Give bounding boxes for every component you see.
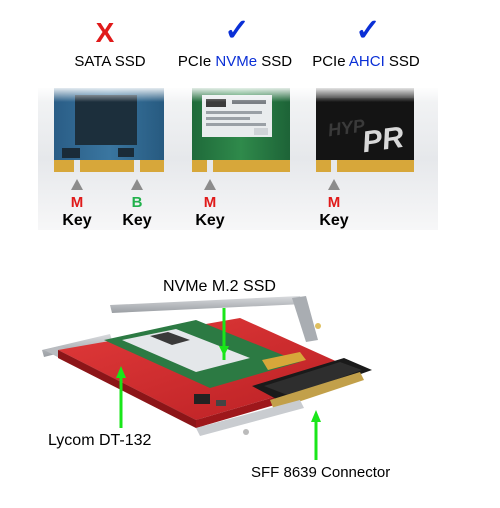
heading-highlight: AHCI: [348, 53, 385, 70]
heading-prefix: PCIe: [177, 53, 216, 70]
heading-prefix: SATA: [74, 53, 111, 70]
up-triangle-icon: [131, 179, 143, 190]
x-mark-icon: X: [95, 17, 115, 48]
up-arrow-icon: [219, 308, 229, 360]
up-arrow-icon: [311, 410, 321, 460]
heading-prefix: PCIe: [312, 53, 349, 70]
up-triangle-icon: [328, 179, 340, 190]
sff-8639-connector-label: SFF 8639 Connector: [251, 464, 391, 481]
pcie-ahci-ssd-heading: PCIe AHCI SSD: [303, 53, 429, 70]
heading-suffix: SSD: [257, 53, 293, 70]
m-key-letter: M: [327, 194, 341, 211]
heading-highlight: NVMe: [215, 53, 258, 70]
key-label: Key: [62, 212, 92, 229]
heading-suffix: SSD: [114, 53, 146, 70]
checkmark-icon: ✓: [355, 14, 381, 47]
callout-arrows: [116, 308, 321, 460]
key-pointer-triangles: [71, 179, 340, 190]
key-label: Key: [319, 212, 349, 229]
svg-text:PR: PR: [360, 121, 406, 160]
adapter-board-photo: [42, 296, 372, 436]
up-triangle-icon: [204, 179, 216, 190]
checkmark-icon: ✓: [224, 14, 250, 47]
b-key-letter: B: [131, 194, 143, 211]
pcie-nvme-ssd-heading: PCIe NVMe SSD: [168, 53, 302, 70]
lycom-dt-132-label: Lycom DT-132: [48, 432, 152, 449]
m-key-letter: M: [70, 194, 84, 211]
key-label: Key: [195, 212, 225, 229]
up-arrow-icon: [116, 366, 126, 428]
sata-ssd-heading: SATA SSD: [60, 53, 160, 70]
up-triangle-icon: [71, 179, 83, 190]
nvme-m2-ssd-label: NVMe M.2 SSD: [163, 278, 276, 295]
heading-suffix: SSD: [384, 53, 420, 70]
m-key-letter: M: [203, 194, 217, 211]
key-label: Key: [122, 212, 152, 229]
